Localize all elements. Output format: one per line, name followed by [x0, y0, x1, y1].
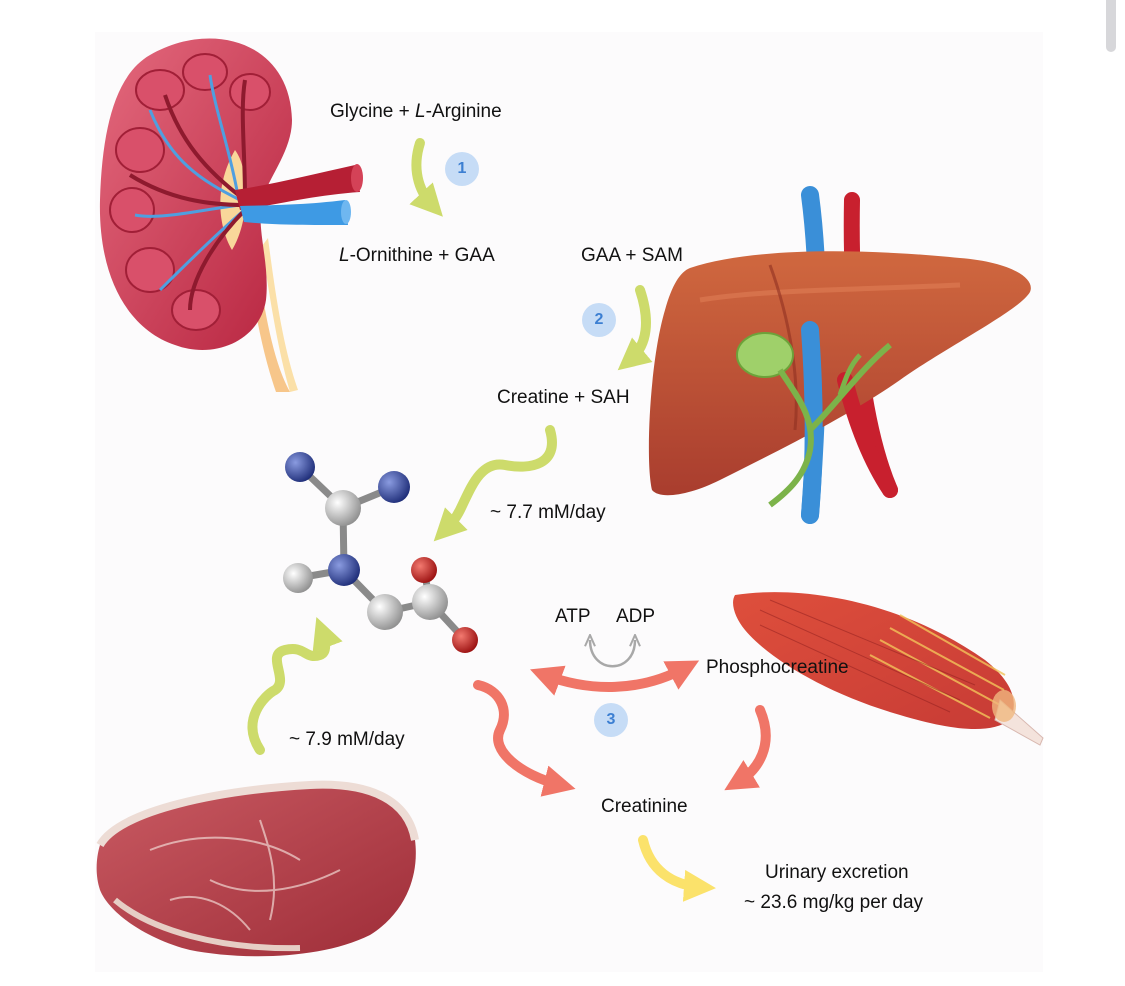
creatine-to-creatinine-arrow — [473, 680, 576, 797]
step1-substrate-l-prefix: L — [415, 101, 426, 122]
liver-illustration — [648, 186, 1031, 524]
step2-products: Creatine + SAH — [497, 387, 630, 408]
excretion-rate-label: ~ 23.6 mg/kg per day — [744, 892, 924, 913]
creatine-molecule-model — [283, 452, 478, 653]
creatinine-label: Creatinine — [601, 796, 688, 817]
excretion-arrow — [638, 835, 716, 902]
step1-substrate-part-a: Glycine + — [330, 101, 416, 122]
dietary-rate-label: ~ 7.9 mM/day — [289, 729, 405, 750]
step-3-badge: 3 — [594, 703, 628, 737]
step1-products: L-Ornithine + GAA — [339, 245, 495, 267]
step-1-badge: 1 — [445, 152, 479, 186]
endogenous-supply-arrow — [433, 425, 557, 542]
step-2-badge: 2 — [582, 303, 616, 337]
endogenous-rate-label: ~ 7.7 mM/day — [490, 502, 606, 523]
meat-illustration — [96, 780, 419, 957]
step2-substrates: GAA + SAM — [581, 245, 683, 266]
muscle-illustration — [733, 592, 1044, 746]
adp-label: ADP — [616, 606, 656, 627]
step1-substrate-part-b: -Arginine — [425, 101, 502, 122]
step1-substrates: Glycine + L-Arginine — [330, 101, 502, 123]
scrollbar-thumb[interactable] — [1106, 0, 1116, 52]
creatine-phosphocreatine-arrow — [530, 660, 700, 696]
step1-product-part-b: -Ornithine + GAA — [349, 245, 495, 266]
phosphocreatine-label: Phosphocreatine — [706, 657, 849, 678]
atp-adp-arc — [590, 640, 635, 668]
step1-arrow — [409, 138, 443, 217]
step2-arrow — [617, 285, 653, 371]
excretion-label: Urinary excretion — [765, 862, 909, 883]
kidney-illustration — [99, 38, 363, 392]
atp-label: ATP — [555, 606, 591, 627]
dietary-supply-arrow — [247, 617, 343, 755]
phosphocreatine-to-creatinine-arrow — [724, 705, 771, 791]
step1-product-l-prefix: L — [339, 245, 350, 266]
